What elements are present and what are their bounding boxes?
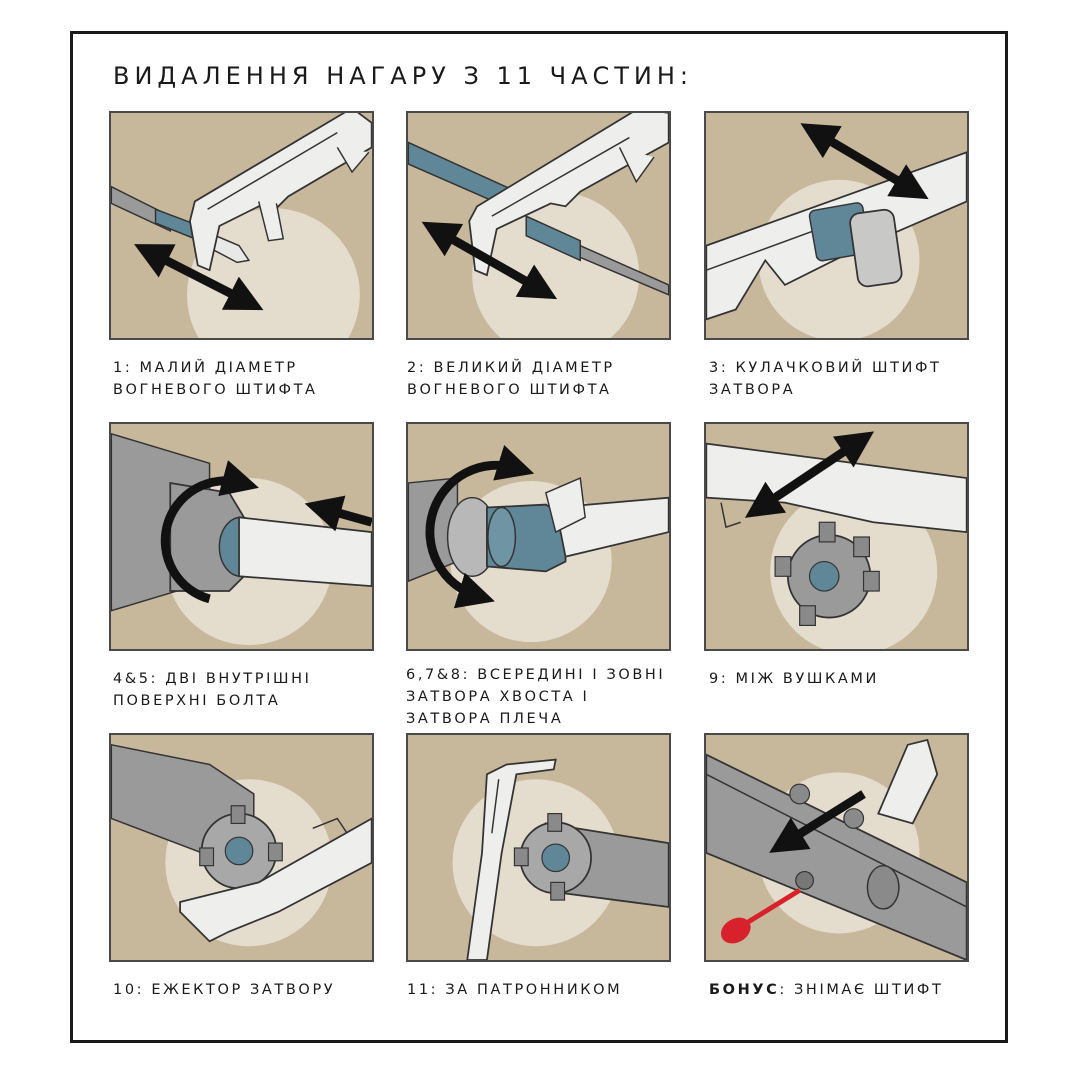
step-3-caption-line-1: 3: КУЛАЧКОВИЙ ШТИФТ [709, 360, 942, 376]
bonus-caption: БОНУС: ЗНІМАЄ ШТИФТ [709, 979, 999, 1001]
step-1-caption-line-2: ВОГНЕВОГО ШТИФТА [113, 382, 318, 398]
bonus-label: БОНУС [709, 982, 780, 998]
step-9-illustration [704, 422, 969, 651]
step-1-caption: 1: МАЛИЙ ДІАМЕТР ВОГНЕВОГО ШТИФТА [113, 357, 403, 401]
step-6-7-8-caption-line-3: ЗАТВОРА ПЛЕЧА [406, 711, 564, 727]
step-4-5-illustration [109, 422, 374, 651]
step-3-caption: 3: КУЛАЧКОВИЙ ШТИФТ ЗАТВОРА [709, 357, 999, 401]
step-2-caption: 2: ВЕЛИКИЙ ДІАМЕТР ВОГНЕВОГО ШТИФТА [407, 357, 697, 401]
step-11-caption-line-1: 11: ЗА ПАТРОННИКОМ [407, 982, 623, 998]
step-10-caption-line-1: 10: ЕЖЕКТОР ЗАТВОРУ [113, 982, 336, 998]
step-2-caption-line-2: ВОГНЕВОГО ШТИФТА [407, 382, 612, 398]
step-11-caption: 11: ЗА ПАТРОННИКОМ [407, 979, 697, 1001]
step-9-caption-line-1: 9: МІЖ ВУШКАМИ [709, 671, 879, 687]
step-9-caption: 9: МІЖ ВУШКАМИ [709, 668, 999, 690]
step-4-5-caption: 4&5: ДВІ ВНУТРІШНІ ПОВЕРХНІ БОЛТА [113, 668, 403, 712]
step-6-7-8-caption-line-2: ЗАТВОРА ХВОСТА І [406, 689, 590, 705]
step-10-illustration [109, 733, 374, 962]
bonus-caption-text: : ЗНІМАЄ ШТИФТ [779, 982, 944, 998]
bonus-illustration [704, 733, 969, 962]
step-2-illustration [406, 111, 671, 340]
step-10-caption: 10: ЕЖЕКТОР ЗАТВОРУ [113, 979, 403, 1001]
page-title: ВИДАЛЕННЯ НАГАРУ З 11 ЧАСТИН: [113, 62, 693, 90]
step-4-5-caption-line-2: ПОВЕРХНІ БОЛТА [113, 693, 281, 709]
step-1-illustration [109, 111, 374, 340]
step-4-5-caption-line-1: 4&5: ДВІ ВНУТРІШНІ [113, 671, 312, 687]
step-3-caption-line-2: ЗАТВОРА [709, 382, 796, 398]
step-6-7-8-illustration [406, 422, 671, 651]
step-3-illustration [704, 111, 969, 340]
step-11-illustration [406, 733, 671, 962]
bonus-caption-line-1: БОНУС: ЗНІМАЄ ШТИФТ [709, 979, 999, 1001]
step-1-caption-line-1: 1: МАЛИЙ ДІАМЕТР [113, 360, 298, 376]
step-6-7-8-caption-line-1: 6,7&8: ВСЕРЕДИНІ І ЗОВНІ [406, 667, 666, 683]
step-6-7-8-caption: 6,7&8: ВСЕРЕДИНІ І ЗОВНІ ЗАТВОРА ХВОСТА … [406, 664, 696, 730]
step-2-caption-line-1: 2: ВЕЛИКИЙ ДІАМЕТР [407, 360, 615, 376]
